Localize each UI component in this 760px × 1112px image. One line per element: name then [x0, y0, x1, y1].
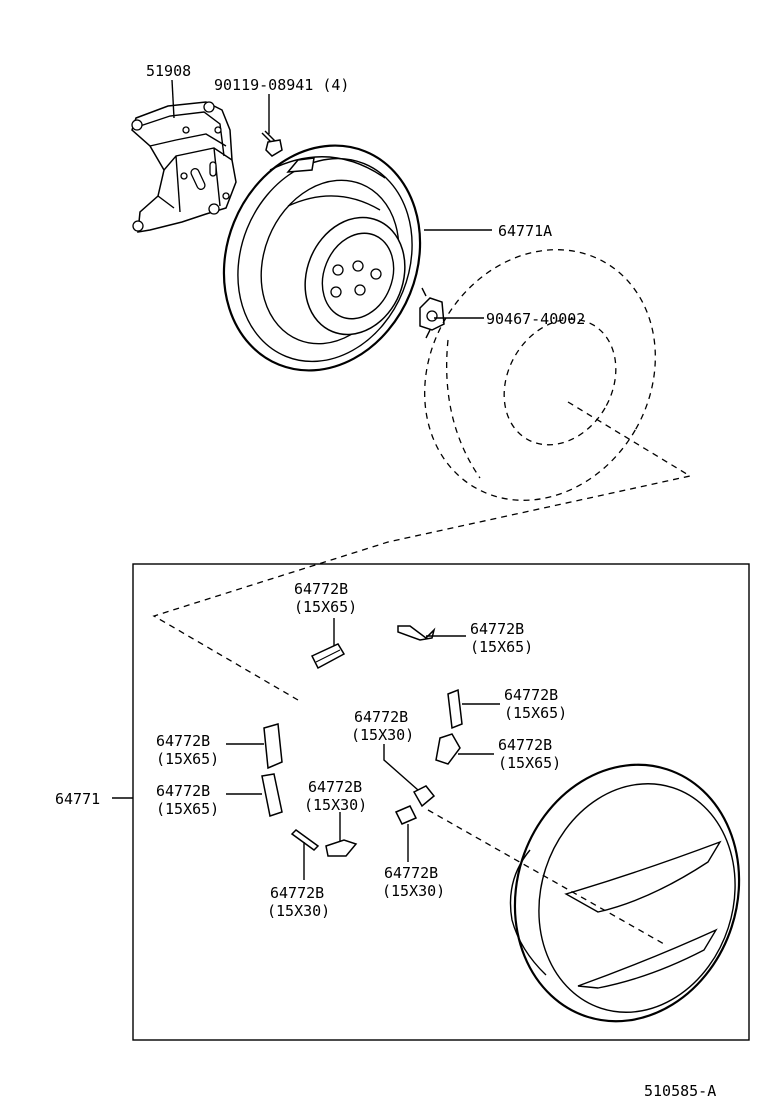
tire-outline [424, 249, 656, 501]
label-stripe-10-size: (15X30) [382, 882, 445, 900]
label-stripe-7-part: 64772B [156, 782, 210, 800]
projection-lines [152, 401, 692, 945]
label-stripe-1-size: (15X65) [294, 598, 357, 616]
label-stripe-5-part: 64772B [504, 686, 558, 704]
label-bolt: 90119-08941 (4) [214, 76, 349, 94]
label-stripe-4-size: (15X30) [304, 796, 367, 814]
label-stripe-2-size: (15X65) [470, 638, 533, 656]
label-stripe-6-part: 64772B [498, 736, 552, 754]
label-stripe-8-size: (15X30) [267, 902, 330, 920]
label-clip: 90467-40002 [486, 310, 585, 328]
label-stripe-5-size: (15X65) [504, 704, 567, 722]
label-stripe-9-size: (15X30) [351, 726, 414, 744]
label-stripe-9-part: 64772B [354, 708, 408, 726]
label-stripe-1-part: 64772B [294, 580, 348, 598]
drawing-number: 510585-A [644, 1082, 716, 1100]
label-cover-assy: 64771 [55, 790, 100, 808]
carrier-bracket [131, 101, 237, 233]
label-stripe-7-size: (15X65) [156, 800, 219, 818]
label-stripe-4-part: 64772B [308, 778, 362, 796]
label-stripe-8-part: 64772B [270, 884, 324, 902]
label-stripe-2-part: 64772B [470, 620, 524, 638]
label-stripe-6-size: (15X65) [498, 754, 561, 772]
clip [419, 287, 445, 339]
bolt [261, 130, 283, 157]
stripe-parts [261, 625, 463, 857]
label-stripe-10-part: 64772B [384, 864, 438, 882]
callout-labels: 51908 90119-08941 (4) 64771A 90467-40002… [55, 62, 716, 1100]
label-stripe-3-size: (15X65) [156, 750, 219, 768]
spare-tire-cover-back [222, 144, 422, 372]
leader-lines [112, 79, 500, 880]
detail-frame [132, 563, 750, 1041]
label-bracket: 51908 [146, 62, 191, 80]
spare-tire-cover-front [509, 763, 741, 1023]
label-cover-top: 64771A [498, 222, 552, 240]
label-stripe-3-part: 64772B [156, 732, 210, 750]
